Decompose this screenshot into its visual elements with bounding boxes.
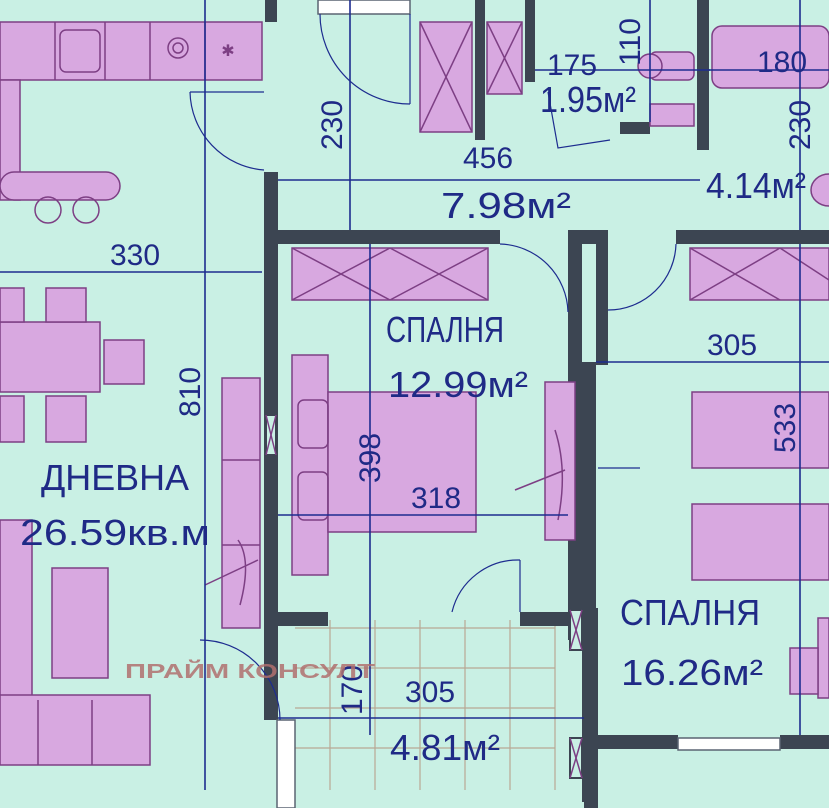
- bedroom2-area: 16.26м²: [621, 652, 763, 693]
- bedroom2-wardrobe: [689, 247, 829, 301]
- svg-text:✱: ✱: [221, 41, 234, 60]
- living-room-name: ДНЕВНА: [41, 457, 189, 498]
- bath-area: 4.14м²: [706, 165, 806, 206]
- dim-balcony-depth: 170: [336, 665, 369, 715]
- bedroom2-name: СПАЛНЯ: [620, 592, 760, 633]
- bedroom2-beds: [691, 391, 829, 699]
- dimension-lines: [0, 0, 829, 790]
- dim-bedroom2-width: 305: [707, 329, 757, 362]
- living-wardrobe: [204, 377, 261, 629]
- dim-bedroom1-depth: 398: [354, 433, 387, 483]
- dim-hall-depth: 230: [316, 100, 349, 150]
- watermark-text: ПРАЙМ КОНСУЛТ: [125, 659, 375, 683]
- doors: [189, 13, 677, 721]
- windows: [276, 0, 781, 808]
- bedroom1-wardrobe: [291, 247, 489, 301]
- bedroom1-side-wardrobe: [514, 381, 576, 541]
- dim-hall-width: 456: [463, 142, 513, 175]
- dim-bedroom1-width: 318: [411, 482, 461, 515]
- dim-bath-depth: 230: [784, 100, 817, 150]
- dim-wc-width: 175: [547, 49, 597, 82]
- wc-area: 1.95м²: [540, 79, 636, 120]
- hall-area: 7.98м²: [441, 185, 571, 226]
- dining-table: [0, 287, 145, 443]
- hall-storage: [419, 21, 523, 133]
- dim-wc-depth: 110: [614, 18, 647, 66]
- living-room-area: 26.59кв.м: [20, 512, 210, 553]
- balcony-area: 4.81м²: [390, 727, 500, 768]
- dim-living-depth: 810: [174, 367, 207, 417]
- bedroom1-area: 12.99м²: [388, 364, 528, 405]
- balcony-tiles: [295, 620, 556, 790]
- vent-shafts: [265, 414, 583, 779]
- bedroom1-bed: [291, 354, 477, 576]
- sofa: [0, 519, 151, 766]
- dim-bath-width: 180: [757, 46, 807, 79]
- kitchen-counter: ✱: [0, 21, 263, 224]
- bedroom1-name: СПАЛНЯ: [386, 309, 504, 350]
- dim-living-width: 330: [110, 239, 160, 272]
- dim-bedroom2-depth: 533: [769, 403, 802, 453]
- dim-balcony-width: 305: [405, 676, 455, 709]
